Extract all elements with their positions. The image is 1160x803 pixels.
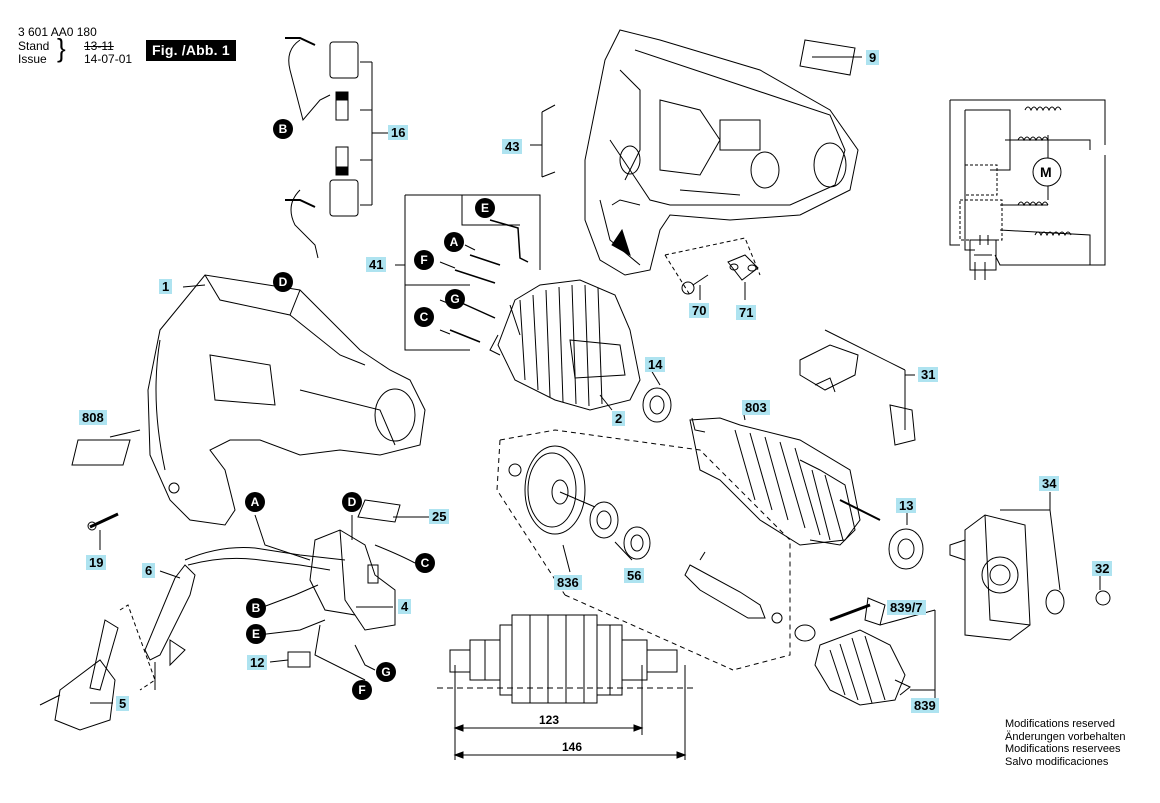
modifications-es: Salvo modificaciones xyxy=(1005,755,1109,768)
issue-label: Issue xyxy=(18,52,47,66)
modifications-de: Änderungen vorbehalten xyxy=(1005,730,1126,743)
connection-letter-g-top: G xyxy=(445,289,465,309)
part-label-839[interactable]: 839 xyxy=(911,698,939,713)
part-label-6[interactable]: 6 xyxy=(142,563,156,578)
motor-symbol-letter: M xyxy=(1040,164,1052,180)
part-label-32[interactable]: 32 xyxy=(1092,561,1113,576)
bearings xyxy=(589,387,924,570)
part-label-13[interactable]: 13 xyxy=(896,498,917,513)
connection-letter-e-bottom: E xyxy=(246,624,266,644)
part-label-5[interactable]: 5 xyxy=(116,696,130,711)
part-label-9[interactable]: 9 xyxy=(866,50,880,65)
doc-number: 3 601 AA0 180 xyxy=(18,25,97,39)
stand-label: Stand xyxy=(18,39,50,53)
part-label-71[interactable]: 71 xyxy=(736,305,757,320)
connection-letter-d-top: D xyxy=(273,272,293,292)
armature-dimension-view xyxy=(437,614,695,760)
figure-label: Fig. /Abb. 1 xyxy=(146,40,236,61)
part-label-34[interactable]: 34 xyxy=(1039,476,1060,491)
connection-letter-a-top: A xyxy=(444,232,464,252)
screw-19 xyxy=(87,512,119,531)
connection-letter-b-bottom: B xyxy=(246,598,266,618)
connection-letter-f-top: F xyxy=(414,250,434,270)
stand-value: 13-11 xyxy=(84,39,114,53)
connection-letter-f-bottom: F xyxy=(352,680,372,700)
power-cord-5-6 xyxy=(39,547,346,731)
connection-letter-d-bottom: D xyxy=(342,492,362,512)
connection-letter-b-top: B xyxy=(273,119,293,139)
part-label-43[interactable]: 43 xyxy=(502,139,523,154)
modifications-en: Modifications reserved xyxy=(1005,718,1116,730)
part-label-1[interactable]: 1 xyxy=(159,279,173,294)
part-label-19[interactable]: 19 xyxy=(86,555,107,570)
armature-803 xyxy=(689,417,881,546)
part-label-803[interactable]: 803 xyxy=(742,400,770,415)
part-label-12[interactable]: 12 xyxy=(247,655,268,670)
circuit-schematic xyxy=(949,99,1106,280)
switch-wiring xyxy=(254,514,416,681)
housing-half-shell xyxy=(584,29,859,276)
brush-cover-34 xyxy=(949,514,1111,641)
part-label-16[interactable]: 16 xyxy=(388,125,409,140)
connection-letter-c-top: C xyxy=(414,307,434,327)
part-label-31[interactable]: 31 xyxy=(918,367,939,382)
field-winding-2 xyxy=(489,279,641,411)
spindle xyxy=(684,551,816,642)
dimension-146: 146 xyxy=(562,740,583,754)
chuck-839 xyxy=(814,597,911,706)
modifications-note: Modifications reserved Änderungen vorbeh… xyxy=(1005,718,1125,768)
issue-value: 14-07-01 xyxy=(84,52,133,66)
part-label-808[interactable]: 808 xyxy=(79,410,107,425)
connection-letter-c-bottom: C xyxy=(415,553,435,573)
drill-housing-1 xyxy=(147,274,426,526)
cord-clamp-70-71 xyxy=(664,237,761,296)
header-brace: } xyxy=(57,33,66,63)
dimension-123: 123 xyxy=(539,713,560,727)
brush-set-16 xyxy=(285,37,359,259)
part-label-4[interactable]: 4 xyxy=(398,599,412,614)
connection-letter-a-bottom: A xyxy=(245,492,265,512)
connection-letter-e-top: E xyxy=(475,198,495,218)
part-label-70[interactable]: 70 xyxy=(689,303,710,318)
gear-836 xyxy=(508,445,596,535)
part-label-839-7[interactable]: 839/7 xyxy=(887,600,926,615)
part-label-56[interactable]: 56 xyxy=(624,568,645,583)
gear-assembly-box xyxy=(496,429,791,671)
part-label-14[interactable]: 14 xyxy=(645,357,666,372)
modifications-fr: Modifications reservees xyxy=(1005,743,1121,755)
switch-lever-31 xyxy=(799,344,916,446)
part-label-25[interactable]: 25 xyxy=(429,509,450,524)
connection-letter-g-bottom: G xyxy=(376,662,396,682)
part-label-836[interactable]: 836 xyxy=(554,575,582,590)
wiring-bundle-41 xyxy=(395,194,541,351)
switch-4 xyxy=(309,529,396,631)
part-label-41[interactable]: 41 xyxy=(366,257,387,272)
label-plates xyxy=(71,39,856,523)
leader-lines xyxy=(90,56,1101,704)
part-label-2[interactable]: 2 xyxy=(612,411,626,426)
